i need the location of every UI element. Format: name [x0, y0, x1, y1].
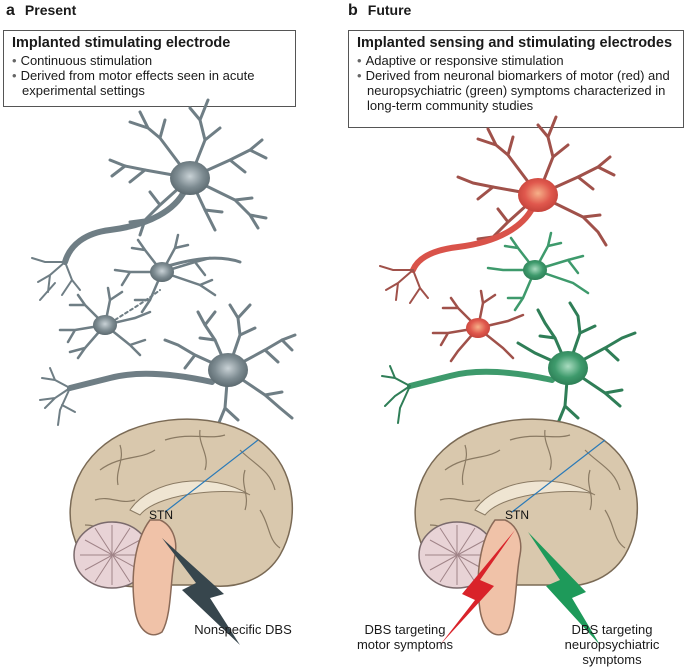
soma-left-red: [466, 318, 490, 338]
panel-b-bullet: Adaptive or responsive stimulation: [357, 53, 675, 68]
neuron-bottom-green: [381, 301, 637, 425]
brainstem: [477, 519, 522, 636]
cerebellum-folia: [425, 525, 490, 585]
corpus-callosum: [129, 480, 251, 516]
panel-b-info-box: Implanted sensing and stimulating electr…: [348, 30, 684, 128]
panel-b-letter: b: [348, 2, 358, 19]
panel-a-header: a Present: [6, 2, 76, 20]
panel-a-dbs-label: Nonspecific DBS: [194, 622, 292, 637]
neuron-top: [31, 98, 268, 301]
soma-middle: [150, 262, 174, 282]
panel-a-title: Present: [24, 2, 77, 18]
panel-b-header: b Future: [348, 2, 411, 20]
panel-a-bullet: Continuous stimulation: [12, 53, 287, 68]
soma-left: [93, 315, 117, 335]
neuron-top-red: [379, 115, 616, 304]
soma-top-red: [518, 178, 558, 212]
panel-b-box-title: Implanted sensing and stimulating electr…: [357, 35, 673, 51]
brainstem: [132, 519, 177, 636]
neuron-left-red: [431, 289, 525, 363]
panel-b-dbs-neuro-label: DBS targeting neuropsychiatric symptoms: [564, 622, 660, 667]
panel-b-stn-label: STN: [505, 508, 529, 522]
panel-a-box-title: Implanted stimulating electrode: [12, 35, 231, 51]
soma-bottom-green: [548, 351, 588, 385]
bolt-motor: [440, 530, 515, 645]
panel-b-bullet: Derived from neuronal biomarkers of moto…: [357, 68, 675, 113]
panel-a-info-box: Implanted stimulating electrode Continuo…: [3, 30, 296, 107]
soma-bottom: [208, 353, 248, 387]
panel-b-bullet-list: Adaptive or responsive stimulation Deriv…: [357, 53, 675, 113]
panel-b-brain: [414, 418, 638, 645]
corpus-callosum: [474, 480, 596, 516]
panel-b-title: Future: [367, 2, 412, 18]
panel-b-neurons: [379, 115, 637, 425]
bolt-neuropsychiatric: [528, 532, 600, 645]
soma-top: [170, 161, 210, 195]
neuron-middle: [113, 233, 242, 314]
panel-a-bullet: Derived from motor effects seen in acute…: [12, 68, 287, 98]
panel-a-brain: [69, 418, 293, 645]
electrode-lead-a: [164, 439, 259, 513]
soma-middle-green: [523, 260, 547, 280]
panel-a-neurons: [31, 98, 297, 440]
bolt-nonspecific: [162, 538, 240, 645]
panel-a-letter: a: [6, 2, 15, 19]
panel-a-bullet-list: Continuous stimulation Derived from moto…: [12, 53, 287, 98]
panel-b-dbs-motor-label: DBS targeting motor symptoms: [356, 622, 454, 652]
neuron-bottom: [39, 303, 297, 440]
cerebellum-folia: [80, 525, 145, 585]
panel-a-stn-label: STN: [149, 508, 173, 522]
electrode-lead-b: [511, 439, 606, 513]
